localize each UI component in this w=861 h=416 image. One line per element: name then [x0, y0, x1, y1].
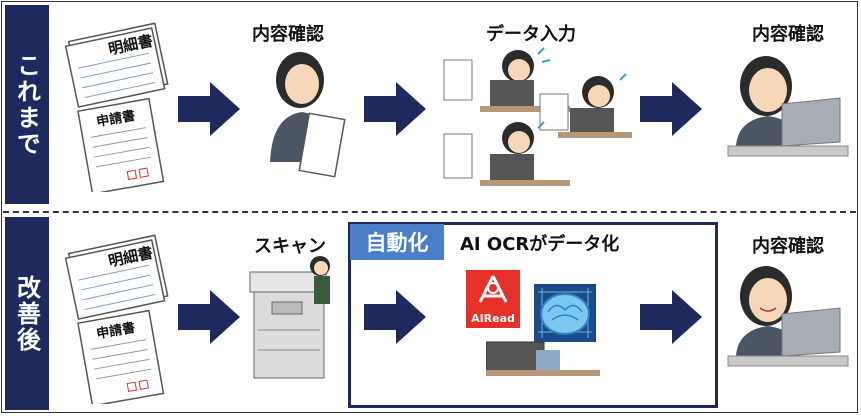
airead-logo: AIRead [466, 270, 520, 328]
workers-typing-illustration [443, 47, 632, 186]
row-label-after: 改善後 [5, 217, 49, 410]
airead-logo-mark-icon [478, 275, 508, 303]
step-scan-caption: スキャン [254, 236, 326, 257]
step-check-caption: 内容確認 [252, 24, 324, 45]
step-input-caption: データ入力 [486, 24, 576, 45]
step-final-caption-before: 内容確認 [752, 24, 824, 45]
automation-box [348, 222, 718, 408]
arrow-right-icon [640, 82, 702, 136]
person-at-laptop-smiling [727, 266, 849, 367]
person-checking-document [270, 52, 346, 178]
documents-illustration-after [64, 234, 169, 404]
ai-brain-laptop-illustration [486, 284, 600, 376]
person-at-laptop-tired [727, 56, 849, 157]
airead-logo-text: AIRead [471, 312, 515, 325]
arrow-right-icon [178, 290, 240, 344]
row-label-before: これまで [5, 5, 49, 204]
arrow-right-icon [364, 82, 426, 136]
row-divider [3, 211, 856, 213]
arrow-right-icon [640, 290, 702, 344]
ocr-caption: AI OCRがデータ化 [460, 234, 620, 255]
documents-illustration-before [64, 22, 169, 192]
arrow-right-icon [364, 290, 426, 344]
step-final-caption-after: 内容確認 [752, 236, 824, 257]
arrow-right-icon [178, 82, 240, 136]
scanner-copier-illustration [249, 256, 330, 379]
automation-tag: 自動化 [350, 224, 444, 260]
